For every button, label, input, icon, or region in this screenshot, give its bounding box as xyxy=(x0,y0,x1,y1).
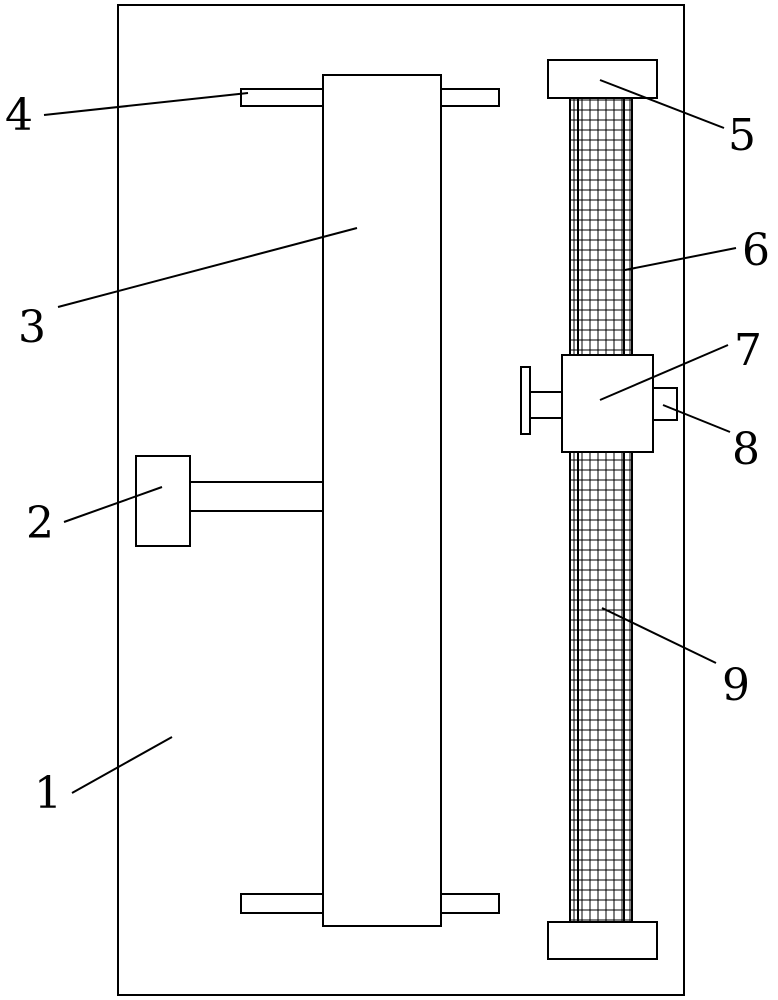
bottom-crossbar-right xyxy=(440,893,500,914)
callout-1: 1 xyxy=(34,768,62,819)
rail-lower xyxy=(569,451,633,923)
callout-9: 9 xyxy=(722,660,750,711)
leader-3 xyxy=(57,227,358,308)
callout-4: 4 xyxy=(5,90,33,141)
handwheel-plate xyxy=(520,366,531,435)
slider-block xyxy=(561,354,654,453)
handwheel-shaft xyxy=(529,391,563,419)
top-crossbar-right xyxy=(440,88,500,107)
leader-2 xyxy=(63,486,163,523)
callout-8: 8 xyxy=(732,424,760,475)
leader-4 xyxy=(43,92,249,116)
leader-5 xyxy=(599,79,725,129)
leader-9 xyxy=(601,607,717,664)
callout-7: 7 xyxy=(734,325,762,376)
leader-1 xyxy=(71,736,173,794)
leader-6 xyxy=(624,247,737,271)
side-box xyxy=(135,455,191,547)
center-column xyxy=(322,74,442,927)
bottom-crossbar-left xyxy=(240,893,324,914)
locking-pin xyxy=(652,387,678,421)
callout-6: 6 xyxy=(742,225,770,276)
leader-7 xyxy=(599,344,729,401)
rail-upper xyxy=(569,97,633,356)
connecting-rod xyxy=(189,481,324,512)
callout-3: 3 xyxy=(18,302,46,353)
top-end-cap xyxy=(547,59,658,99)
bottom-end-cap xyxy=(547,921,658,960)
leader-8 xyxy=(662,404,731,433)
callout-5: 5 xyxy=(728,110,756,161)
callout-2: 2 xyxy=(26,498,54,549)
top-crossbar-left xyxy=(240,88,324,107)
